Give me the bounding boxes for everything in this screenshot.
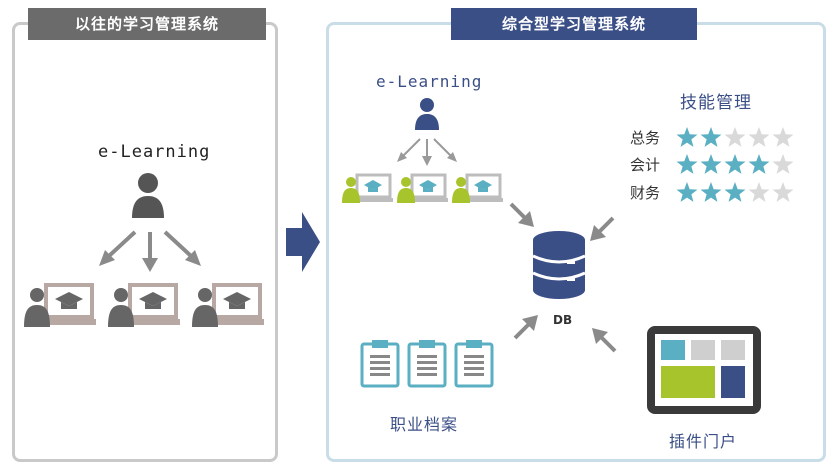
skill-stars	[676, 127, 794, 147]
integrated-system-title: 综合型学习管理系统	[451, 8, 697, 40]
database-icon	[532, 231, 586, 299]
skills-title: 技能管理	[680, 93, 752, 113]
star-empty-icon	[748, 127, 770, 147]
star-filled-icon	[724, 154, 746, 174]
arrow-to-db-from-portal	[592, 328, 617, 353]
star-filled-icon	[700, 154, 722, 174]
star-empty-icon	[772, 154, 794, 174]
right-instructor-icon	[415, 98, 439, 130]
star-filled-icon	[700, 182, 722, 202]
right-distribution-arrows	[397, 138, 457, 166]
skill-stars	[676, 154, 794, 174]
skill-name: 会计	[630, 156, 661, 174]
transition-arrow-icon	[286, 212, 320, 272]
left-learner-1-icon	[24, 283, 96, 327]
plugin-portal-label: 插件门户	[669, 432, 738, 451]
star-empty-icon	[772, 182, 794, 202]
right-learner-3-icon	[452, 173, 503, 203]
star-filled-icon	[676, 154, 698, 174]
career-records-label: 职业档案	[390, 415, 459, 434]
clipboard-2-icon	[407, 340, 447, 388]
left-instructor-icon	[132, 173, 164, 218]
left-learner-3-icon	[192, 283, 264, 327]
star-empty-icon	[772, 127, 794, 147]
right-learner-2-icon	[397, 173, 448, 203]
star-filled-icon	[748, 154, 770, 174]
arrow-to-db-from-elearning	[509, 202, 534, 227]
star-filled-icon	[676, 182, 698, 202]
star-empty-icon	[748, 182, 770, 202]
clipboard-3-icon	[454, 340, 494, 388]
left-learner-2-icon	[108, 283, 180, 327]
right-learner-1-icon	[342, 173, 393, 203]
left-distribution-arrows	[99, 230, 201, 272]
star-filled-icon	[676, 127, 698, 147]
star-empty-icon	[724, 127, 746, 147]
skill-stars	[676, 182, 794, 202]
db-label: DB	[553, 313, 573, 327]
legacy-system-title: 以往的学习管理系统	[28, 8, 266, 40]
right-elearning-label: e-Learning	[376, 72, 483, 91]
arrow-to-db-from-records	[513, 315, 538, 340]
clipboard-1-icon	[360, 340, 400, 388]
star-filled-icon	[700, 127, 722, 147]
skill-name: 总务	[630, 129, 661, 147]
portal-tablet-icon	[647, 326, 761, 414]
skill-name: 财务	[630, 184, 661, 202]
star-filled-icon	[724, 182, 746, 202]
arrow-to-db-from-skills	[590, 216, 615, 241]
left-elearning-label: e-Learning	[98, 142, 211, 162]
